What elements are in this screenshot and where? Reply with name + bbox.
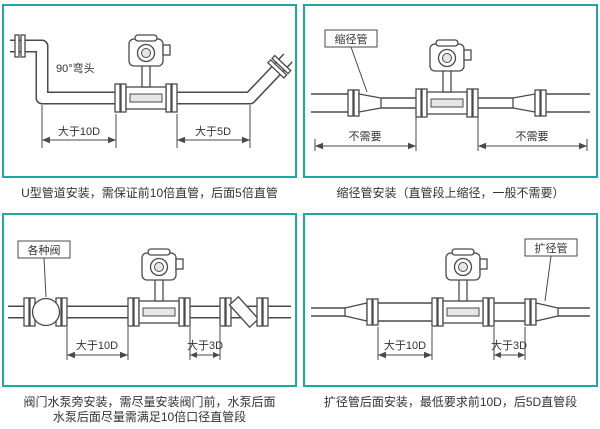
dimension-left: 大于10D (66, 327, 129, 360)
reducer-cone-left (358, 93, 382, 113)
dimension-left-label: 大于10D (76, 338, 118, 352)
dimension-right: 大于3D (491, 327, 527, 360)
dimension-right-label: 大于5D (195, 124, 231, 138)
panel-caption-1: U型管道安装，需保证前10倍直管，后面5倍直管 (21, 186, 278, 200)
valve-callout: 各种阀 (17, 240, 71, 298)
panel-reducer: 缩径管 不需要 (303, 4, 598, 213)
expander-callout: 扩径管 (524, 238, 578, 302)
panel-caption-3-line1: 阀门水泵旁安装，需尽量安装阀门前，水泵后面 (23, 395, 276, 409)
slanted-valve (219, 295, 269, 329)
pipe-run (311, 298, 590, 326)
expander-callout-label: 扩径管 (535, 241, 568, 255)
dimension-left-label: 不需要 (349, 130, 382, 143)
panel-u-pipe: 90°弯头 大于10D 大 (2, 4, 297, 213)
reducer-diagram: 缩径管 不需要 (311, 29, 590, 151)
reducer-callout: 缩径管 (324, 29, 378, 93)
panel-valve-pump: 各种阀 大于10D (2, 213, 297, 425)
dimension-left-label: 大于10D (384, 338, 426, 352)
expander-cone-right (535, 302, 559, 322)
dimension-right-label: 大于3D (187, 338, 223, 352)
dimension-right-label: 大于3D (491, 338, 527, 352)
dimension-left: 不需要 (314, 117, 417, 151)
dimension-right-label: 不需要 (516, 130, 549, 143)
diagram-frame-1: 90°弯头 大于10D 大 (2, 4, 297, 178)
dimension-right: 不需要 (477, 117, 588, 151)
panel-caption-4: 扩径管后面安装，最低要求前10D，后5D直管段 (323, 395, 578, 409)
elbow-callout-label: 90°弯头 (56, 61, 95, 75)
diagram-frame-3: 各种阀 大于10D (2, 213, 297, 387)
dimension-left-label: 大于10D (58, 124, 100, 138)
u-pipe-diagram: 90°弯头 大于10D 大 (10, 34, 293, 148)
dimension-left: 大于10D (377, 327, 433, 360)
pipe-run (10, 39, 293, 105)
flowmeter-icon (127, 248, 191, 327)
panel-expander: 扩径管 大于10D (303, 213, 598, 425)
pipe-flanges (14, 34, 292, 79)
flowmeter-icon (415, 39, 479, 118)
valve (23, 297, 68, 327)
pipe-run (311, 89, 590, 117)
reducer-callout-label: 缩径管 (335, 32, 368, 46)
panel-caption-3-line2: 水泵后面尽量需满足10倍口径直管段 (52, 410, 247, 424)
expander-cone-left (344, 302, 368, 322)
panel-caption-3: 阀门水泵旁安装，需尽量安装阀门前，水泵后面 水泵后面尽量需满足10倍口径直管段 (2, 395, 297, 425)
reducer-cone-right (512, 93, 536, 113)
panel-caption-2: 缩径管安装（直管段上缩径，一般不需要） (336, 186, 565, 200)
diagram-frame-4: 扩径管 大于10D (303, 213, 598, 387)
flowmeter-icon (114, 34, 178, 113)
flowmeter-icon (431, 248, 495, 327)
valve-pump-diagram: 各种阀 大于10D (8, 240, 291, 360)
diagram-frame-2: 缩径管 不需要 (303, 4, 598, 178)
expander-diagram: 扩径管 大于10D (311, 238, 590, 360)
dimension-left: 大于10D (41, 105, 117, 148)
valve-callout-label: 各种阀 (28, 243, 61, 257)
dimension-right: 大于5D (176, 105, 251, 148)
dimension-right: 大于3D (187, 327, 223, 360)
